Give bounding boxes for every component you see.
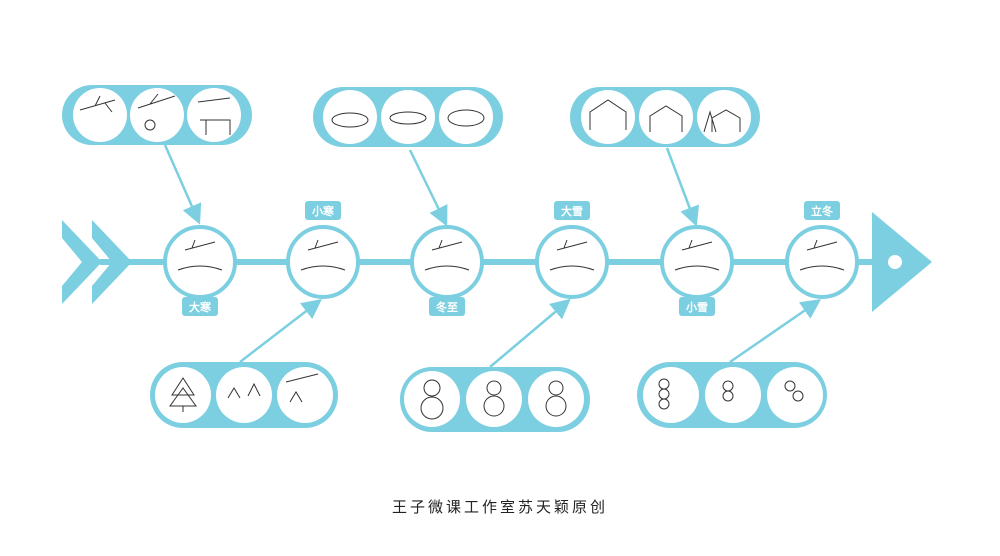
term-node-4: 小雪 <box>660 225 734 316</box>
term-node-0: 大寒 <box>163 225 237 316</box>
chevron-tail-icon <box>62 220 132 304</box>
term-label-badge <box>182 297 218 316</box>
pod-top-2 <box>313 87 503 147</box>
footer-credit: 王子微课工作室苏天颖原创 <box>391 498 608 516</box>
plum-branch-lantern-gate-icon <box>177 239 223 271</box>
house-trees-icon <box>674 239 720 271</box>
term-label: 大雪 <box>561 204 583 218</box>
pod-bottom-2 <box>400 367 590 432</box>
term-label-badge <box>679 297 715 316</box>
term-node-2: 冬至 <box>410 225 484 316</box>
pod-bottom-1 <box>150 362 338 428</box>
term-node-1: 小寒 <box>286 201 360 299</box>
term-label: 小雪 <box>685 300 708 314</box>
tanghulu-icon <box>799 239 845 271</box>
term-label-badge <box>554 201 590 220</box>
term-label-badge <box>305 201 341 220</box>
pod-top-1 <box>62 85 252 145</box>
connector-arrows <box>163 144 822 368</box>
term-label: 冬至 <box>436 300 458 314</box>
pod-bottom-3 <box>637 362 827 428</box>
pod-top-3 <box>570 87 760 147</box>
branch-snowy-trees-icon <box>300 239 346 271</box>
snowman-icon <box>549 239 595 271</box>
term-label: 大寒 <box>189 300 212 314</box>
term-label-badge <box>804 201 840 220</box>
dumplings-plate-icon <box>424 239 470 271</box>
term-node-3: 大雪 <box>535 201 609 299</box>
term-label: 立冬 <box>811 204 833 218</box>
term-label: 小寒 <box>311 204 335 218</box>
term-label-badge <box>429 297 465 316</box>
term-node-5: 立冬 <box>785 201 859 299</box>
